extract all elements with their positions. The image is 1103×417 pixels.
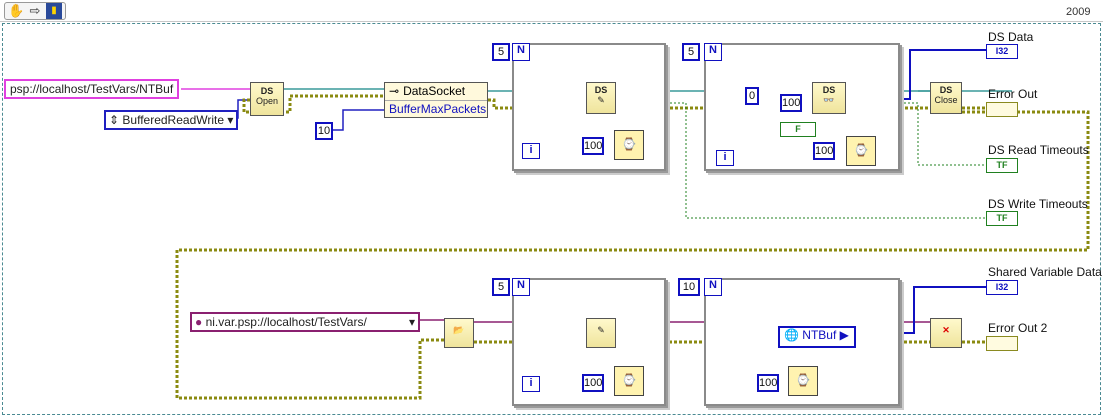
ds-read-node[interactable]: DS 👓 — [812, 82, 846, 114]
sv-write-wait-constant[interactable]: 100 — [582, 374, 604, 392]
sv-read-node[interactable]: 🌐 NTBuf ▶ — [778, 326, 856, 348]
chevron-down-icon-2: ▾ — [408, 315, 415, 329]
pencil-icon: ✎ — [597, 95, 605, 105]
ds-write-node[interactable]: DS ✎ — [586, 82, 616, 114]
loop-count-terminal-3: N — [512, 278, 530, 296]
ds-data-label: DS Data — [988, 30, 1034, 44]
var-icon: ● — [195, 315, 203, 329]
shared-variable-data-indicator[interactable]: I32 — [986, 280, 1018, 295]
write-wait-constant[interactable]: 100 — [582, 137, 604, 155]
loop-count-terminal-4: N — [704, 278, 722, 296]
ds-close-tag: DS — [939, 85, 953, 95]
chevron-down-icon: ▾ — [227, 113, 234, 127]
wait-timer-icon-4: ⌚ — [788, 366, 818, 396]
bool-false-value: F — [795, 124, 801, 134]
sv-read-loop-count[interactable]: 10 — [678, 278, 700, 296]
bool-false-constant[interactable]: F — [780, 122, 816, 137]
shared-var-constant[interactable]: ● ni.var.psp://localhost/TestVars/ ▾ — [190, 312, 420, 332]
ds-write-timeouts-label: DS Write Timeouts — [988, 197, 1088, 211]
wait-timer-icon: ⌚ — [614, 130, 644, 160]
loop-iteration-terminal-3: i — [522, 376, 540, 392]
shared-var-value: ni.var.psp://localhost/TestVars/ — [205, 315, 367, 329]
close-label: Close — [934, 95, 958, 105]
arrow-right-icon[interactable]: ⇨ — [29, 3, 41, 18]
ds-data-indicator[interactable]: I32 — [986, 44, 1018, 59]
play-icon: ▶ — [839, 328, 849, 342]
loop-count-terminal: N — [512, 43, 530, 61]
error-out-indicator[interactable] — [986, 102, 1018, 117]
folder-icon: 📂 — [453, 325, 465, 335]
close-icon: ✕ — [942, 325, 950, 335]
sv-write-loop-count[interactable]: 5 — [492, 278, 510, 296]
buffer-constant[interactable]: 10 — [315, 122, 333, 140]
read-timeout-constant[interactable]: 100 — [780, 94, 802, 112]
property-node-title: DataSocket — [403, 84, 466, 98]
highlight-icon[interactable]: ▮ — [46, 3, 62, 19]
datasocket-property-node[interactable]: ⊸ DataSocket BufferMaxPackets — [384, 82, 488, 118]
error-out-label: Error Out — [988, 87, 1038, 101]
read-timeouts-wire — [900, 102, 986, 166]
mode-enum[interactable]: ⇕ BufferedReadWrite ▾ — [104, 110, 239, 130]
wait-timer-icon-2: ⌚ — [846, 136, 876, 166]
globe-icon: 🌐 — [784, 328, 799, 342]
mode-enum-value: BufferedReadWrite — [122, 113, 225, 127]
property-name: BufferMaxPackets — [389, 102, 487, 116]
open-variable-node[interactable]: 📂 — [444, 318, 474, 348]
ds-read-timeouts-label: DS Read Timeouts — [988, 143, 1089, 157]
open-label: Open — [255, 96, 279, 106]
close-variable-node[interactable]: ✕ — [930, 318, 962, 348]
loop-iteration-terminal: i — [522, 143, 540, 159]
sv-read-wait-constant[interactable]: 100 — [757, 374, 779, 392]
pencil-icon-2: ✎ — [597, 325, 605, 335]
url-constant[interactable]: psp://localhost/TestVars/NTBuf — [4, 79, 180, 99]
sv-write-node[interactable]: ✎ — [586, 318, 616, 348]
ds-read-timeouts-indicator[interactable]: TF — [986, 158, 1018, 173]
year-label: 2009 — [1066, 6, 1091, 18]
ds-close-node[interactable]: DS Close — [930, 82, 962, 114]
glasses-icon: 👓 — [823, 95, 835, 105]
sv-data-wire — [900, 286, 986, 334]
hand-icon[interactable]: ✋ — [8, 3, 25, 18]
read-loop-count[interactable]: 5 — [682, 43, 700, 61]
write-loop-count[interactable]: 5 — [492, 43, 510, 61]
write-timeouts-wire — [662, 102, 986, 219]
plug-icon: ⊸ — [389, 84, 400, 98]
block-diagram — [2, 23, 1101, 415]
ds-data-wire — [900, 49, 986, 100]
sv-node-label: NTBuf — [802, 328, 837, 342]
int-wire — [331, 109, 384, 131]
ds-write-timeouts-indicator[interactable]: TF — [986, 211, 1018, 226]
read-wait-constant[interactable]: 100 — [813, 142, 835, 160]
ds-tag: DS — [260, 86, 274, 96]
loop-iteration-terminal-2: i — [716, 150, 734, 166]
error-out-2-label: Error Out 2 — [988, 321, 1048, 335]
shared-variable-data-label: Shared Variable Data — [988, 265, 1102, 279]
error-out-2-indicator[interactable] — [986, 336, 1018, 351]
loop-count-terminal-2: N — [704, 43, 722, 61]
toolbar: ✋ ⇨ ▮ 2009 — [0, 0, 1103, 22]
read-zero-constant[interactable]: 0 — [745, 87, 759, 105]
ds-open-node[interactable]: DS Open — [250, 82, 284, 116]
ds-write-tag: DS — [594, 85, 608, 95]
enum-arrows-icon: ⇕ — [109, 113, 120, 127]
ds-read-tag: DS — [822, 85, 836, 95]
wait-timer-icon-3: ⌚ — [614, 366, 644, 396]
